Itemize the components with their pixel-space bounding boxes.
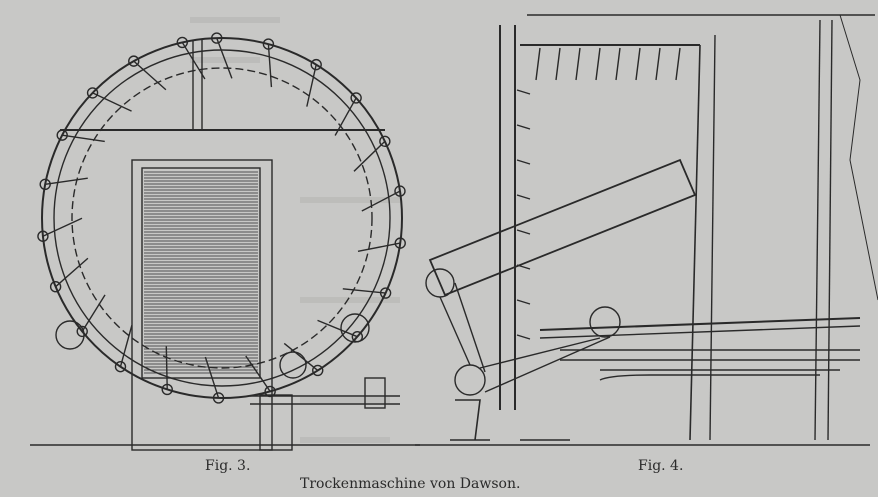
fig3-drawing	[30, 32, 420, 451]
figure-title: Trockenmaschine von Dawson.	[300, 476, 521, 492]
fig4-drawing	[415, 14, 878, 446]
background-text-ghost	[190, 17, 400, 443]
drying-drum-hatched	[141, 167, 261, 379]
fig4-caption: Fig. 4.	[638, 458, 684, 474]
fig3-caption: Fig. 3.	[205, 458, 251, 474]
